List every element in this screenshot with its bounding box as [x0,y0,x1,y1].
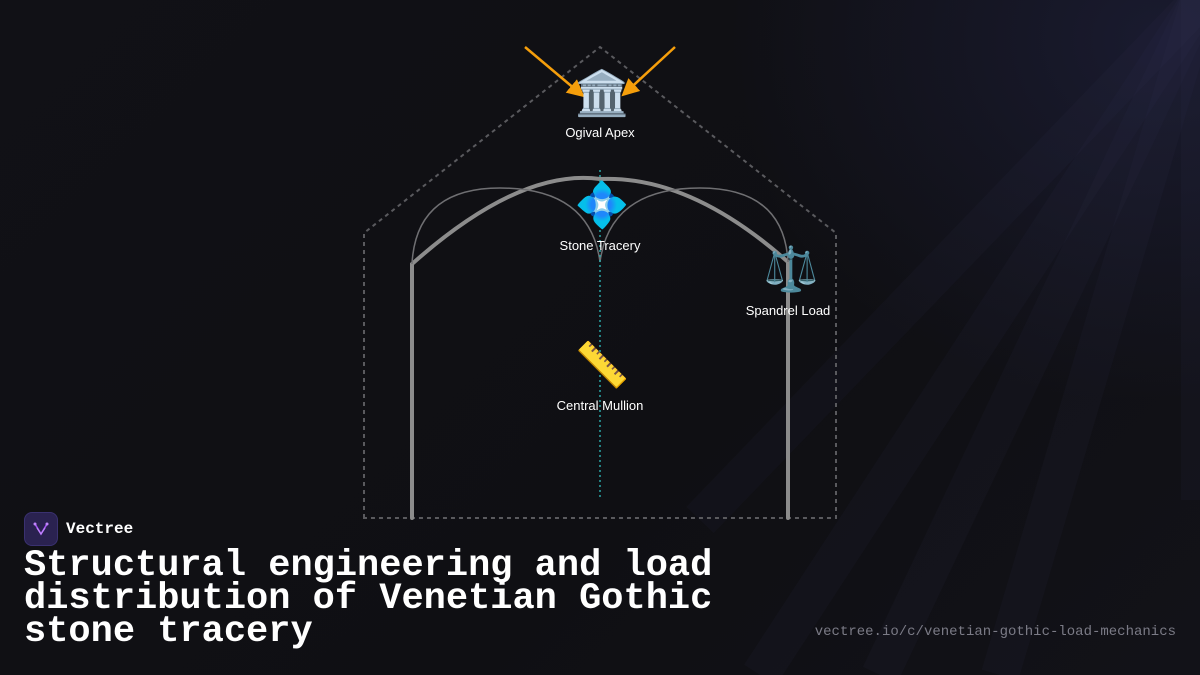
node-spandrel-load: ⚖️ Spandrel Load [746,244,831,318]
force-arrow-right [621,46,676,97]
node-stone-tracery: 💠 Stone Tracery [560,180,641,253]
tree-branch-logo-icon [24,512,58,546]
left-sub-arch [411,187,601,265]
node-central-mullion: 📏 Central Mullion [557,340,644,413]
diamond-flower-icon: 💠 [575,180,630,231]
balance-scale-icon: ⚖️ [764,244,819,295]
brand-block: Vectree [24,512,133,546]
gable-outline-dashed [363,45,837,519]
page-title: Structural engineering and load distribu… [24,545,713,653]
node-ogival-apex: 🏛️ Ogival Apex [565,68,635,140]
source-url[interactable]: vectree.io/c/venetian-gothic-load-mechan… [814,624,1176,640]
stone-tracery-label: Stone Tracery [560,238,641,253]
classical-building-icon: 🏛️ [575,68,630,119]
force-arrow-left [524,46,585,98]
ogival-apex-label: Ogival Apex [565,125,635,140]
right-sub-arch [599,187,789,263]
main-arch [410,175,790,520]
ruler-icon: 📏 [575,340,630,391]
brand-name: Vectree [66,520,134,538]
central-mullion-label: Central Mullion [557,398,644,413]
spandrel-load-label: Spandrel Load [746,303,831,318]
